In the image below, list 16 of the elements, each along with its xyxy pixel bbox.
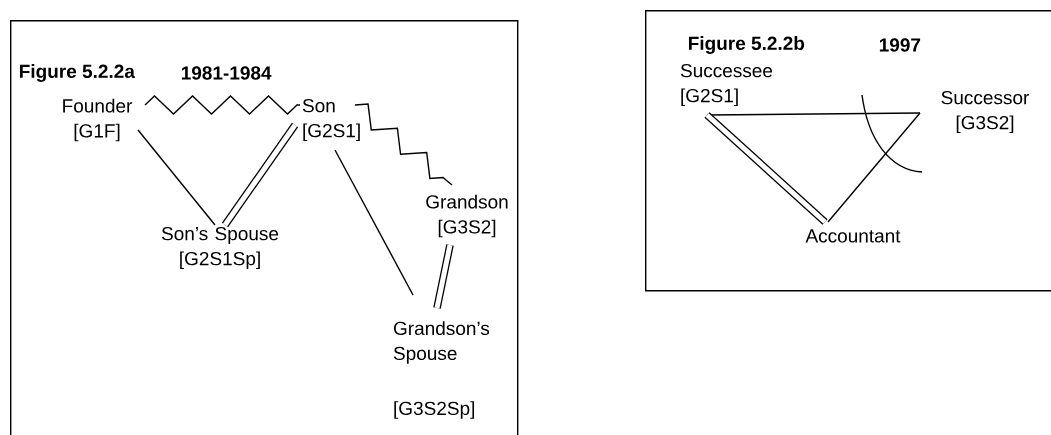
person-label: Son’s Spouse [G2S1Sp] — [161, 226, 279, 270]
person-label: Accountant — [805, 229, 901, 243]
person-label: Successee [G2S1] — [680, 63, 773, 107]
relationship-line — [137, 129, 216, 226]
person-label: Son [G2S1] — [302, 98, 360, 142]
relationship-line — [827, 112, 921, 223]
person-label: Grandson [G3S2] — [426, 194, 508, 238]
close-relationship-line — [704, 112, 828, 225]
person-label: Successor [G3S2] — [941, 90, 1029, 134]
close-relationship-line — [433, 244, 454, 309]
relationship-line — [334, 149, 414, 296]
person-label: Grandson’s Spouse [G3S2Sp] — [393, 321, 490, 419]
conflict-line — [354, 103, 453, 186]
person-label: Founder [G1F] — [63, 98, 133, 142]
conflict-line — [144, 95, 301, 115]
close-relationship-line — [221, 122, 299, 228]
